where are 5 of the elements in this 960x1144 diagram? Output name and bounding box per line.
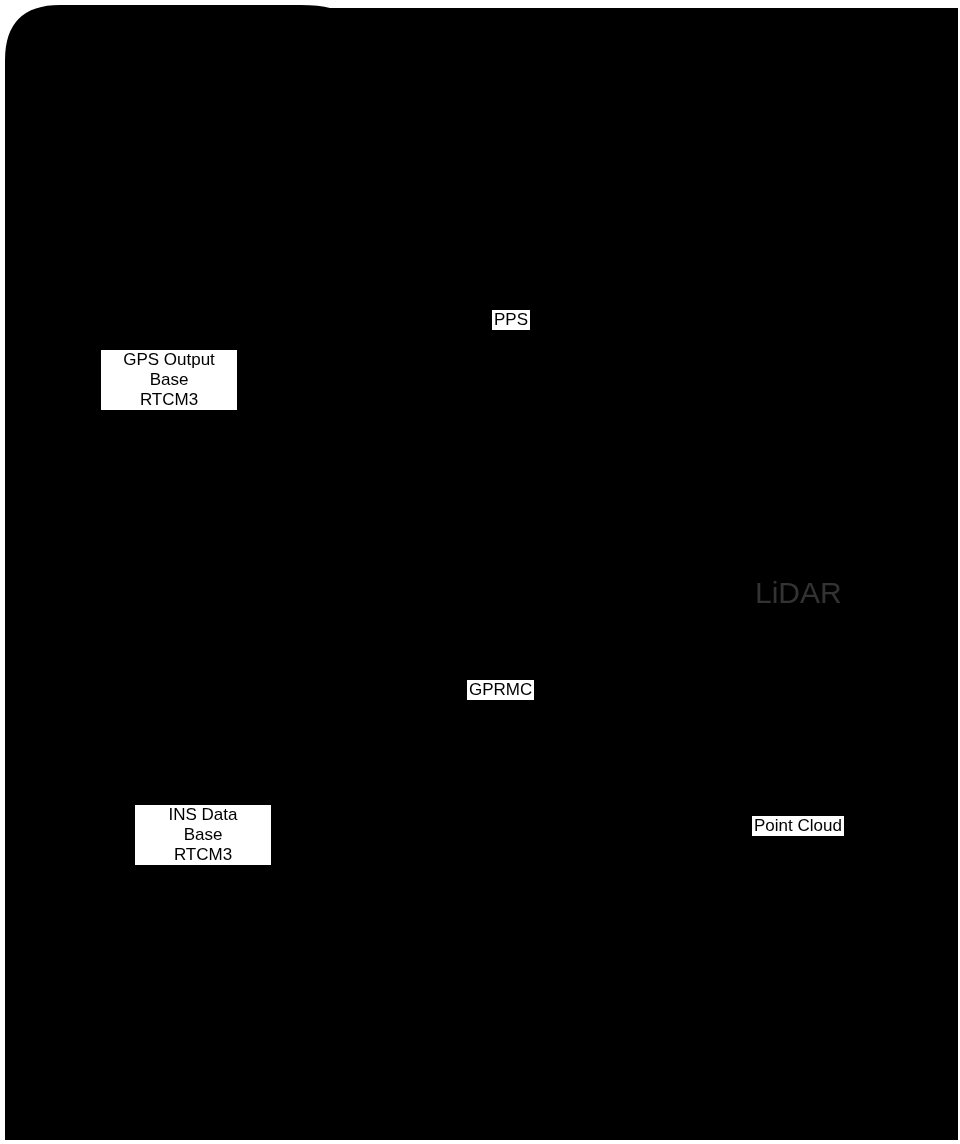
signal-label: Point Cloud (752, 816, 844, 836)
signal-label: PPS (492, 310, 531, 330)
signal-label: GPRMC (467, 680, 535, 700)
signal-label: GPS Output Base RTCM3 (101, 350, 237, 410)
signal-label: INS Data Base RTCM3 (135, 805, 271, 865)
